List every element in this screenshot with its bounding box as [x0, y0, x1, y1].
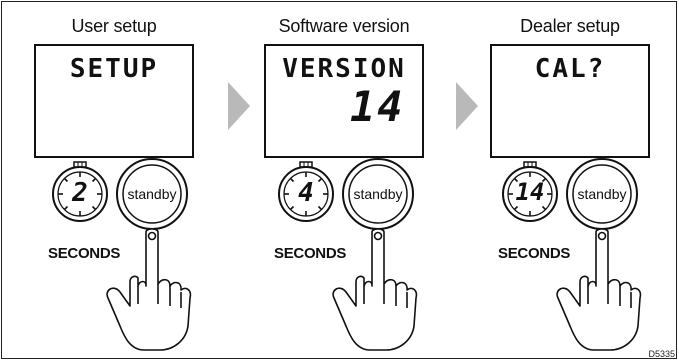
timer-seconds-value: 14: [515, 178, 545, 206]
display-version-number: 14: [350, 82, 405, 131]
chevron-right-icon: [228, 82, 250, 130]
seconds-label: SECONDS: [498, 245, 571, 262]
seconds-label: SECONDS: [274, 245, 347, 262]
pressing-hand-icon: [106, 228, 192, 351]
stopwatch-and-button-graphic: [502, 158, 642, 351]
lcd-display-cal: CAL?: [490, 44, 650, 158]
step-title-dealer-setup: Dealer setup: [520, 16, 620, 36]
step-title-user-setup: User setup: [71, 16, 157, 36]
display-text: CAL?: [534, 54, 606, 84]
stopwatch-icon: [502, 161, 558, 222]
standby-button-label: standby: [577, 186, 627, 202]
seconds-label: SECONDS: [48, 245, 121, 262]
pressing-hand-icon: [556, 228, 642, 351]
standby-button-label: standby: [353, 186, 403, 202]
display-text: VERSION: [282, 54, 406, 84]
stopwatch-icon: [278, 161, 334, 222]
chevron-right-icon: [456, 82, 478, 130]
lcd-display-setup: SETUP: [34, 44, 194, 158]
step-controls-dealer-setup: 14 standby SECONDS: [498, 158, 658, 358]
lcd-display-version: VERSION 14: [264, 44, 424, 158]
stopwatch-and-button-graphic: [52, 158, 192, 351]
step-title-software-version: Software version: [278, 16, 410, 36]
figure-code: D5335: [648, 349, 675, 359]
step-controls-user-setup: 2 standby SECONDS: [48, 158, 208, 358]
standby-button-label: standby: [127, 186, 177, 202]
pressing-hand-icon: [332, 228, 418, 351]
standby-button-icon: [342, 158, 414, 230]
timer-seconds-value: 2: [72, 178, 88, 208]
step-controls-software-version: 4 standby SECONDS: [274, 158, 434, 358]
stopwatch-icon: [52, 161, 108, 222]
display-text: SETUP: [69, 54, 159, 84]
standby-button-icon: [116, 158, 188, 230]
timer-seconds-value: 4: [298, 178, 314, 208]
stopwatch-and-button-graphic: [278, 158, 418, 351]
